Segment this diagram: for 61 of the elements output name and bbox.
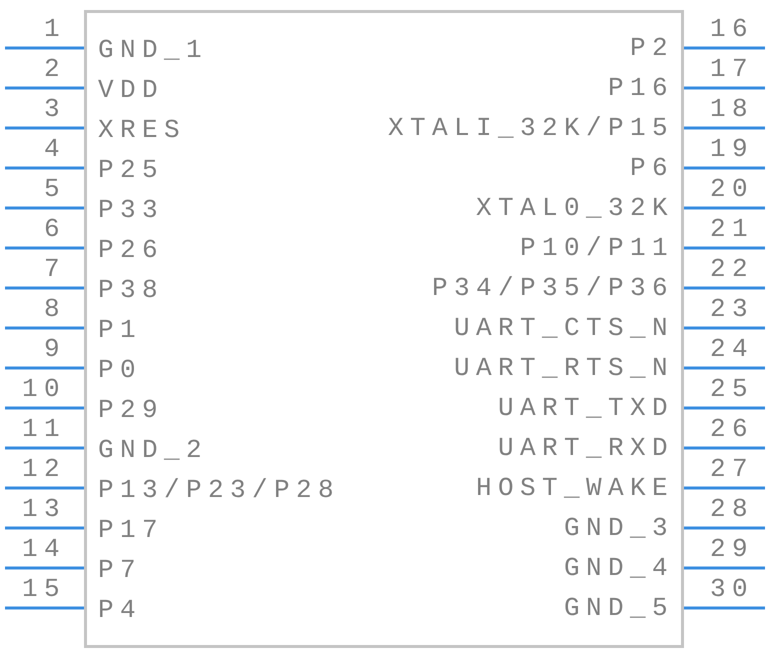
pin-number: 9 [44,334,66,364]
pin-name: P38 [98,275,164,305]
pin-name: XTAL0_32K [476,193,674,223]
pin-number: 28 [710,494,754,524]
pin-name: P16 [608,73,674,103]
pin-number: 24 [710,334,754,364]
pin-number: 16 [710,14,754,44]
pin-number: 18 [710,94,754,124]
pin-name: P34/P35/P36 [432,273,674,303]
pin-name: P1 [98,315,142,345]
pin-name: VDD [98,75,164,105]
pin-name: P29 [98,395,164,425]
pin-name: P4 [98,595,142,625]
pin-name: P13/P23/P28 [98,475,340,505]
pin-number: 13 [22,494,66,524]
pin-name: P6 [630,153,674,183]
pin-name: XRES [98,115,186,145]
pin-number: 5 [44,174,66,204]
pin-name: GND_4 [564,553,674,583]
pin-name: HOST_WAKE [476,473,674,503]
pin-name: P7 [98,555,142,585]
pin-number: 27 [710,454,754,484]
pin-number: 11 [22,414,66,444]
pin-number: 12 [22,454,66,484]
pin-name: GND_3 [564,513,674,543]
pin-name: P2 [630,33,674,63]
pin-name: P10/P11 [520,233,674,263]
pin-number: 23 [710,294,754,324]
pin-name: P0 [98,355,142,385]
pin-number: 3 [44,94,66,124]
pin-number: 25 [710,374,754,404]
pin-number: 14 [22,534,66,564]
pin-number: 10 [22,374,66,404]
pin-name: UART_RTS_N [454,353,674,383]
pin-number: 30 [710,574,754,604]
pin-number: 29 [710,534,754,564]
pin-number: 6 [44,214,66,244]
pin-name: XTALI_32K/P15 [388,113,674,143]
pin-name: P17 [98,515,164,545]
pin-number: 1 [44,14,66,44]
pin-number: 2 [44,54,66,84]
pin-name: UART_TXD [498,393,674,423]
pin-name: UART_CTS_N [454,313,674,343]
pin-number: 19 [710,134,754,164]
pin-number: 15 [22,574,66,604]
pin-number: 7 [44,254,66,284]
pin-number: 4 [44,134,66,164]
chip-body [84,10,684,648]
pin-number: 22 [710,254,754,284]
pin-number: 26 [710,414,754,444]
pin-number: 8 [44,294,66,324]
pin-number: 17 [710,54,754,84]
pin-number: 21 [710,214,754,244]
pin-name: GND_1 [98,35,208,65]
pin-name: P26 [98,235,164,265]
pin-name: GND_5 [564,593,674,623]
pin-name: P33 [98,195,164,225]
pin-number: 20 [710,174,754,204]
pin-name: GND_2 [98,435,208,465]
pin-name: P25 [98,155,164,185]
pin-name: UART_RXD [498,433,674,463]
